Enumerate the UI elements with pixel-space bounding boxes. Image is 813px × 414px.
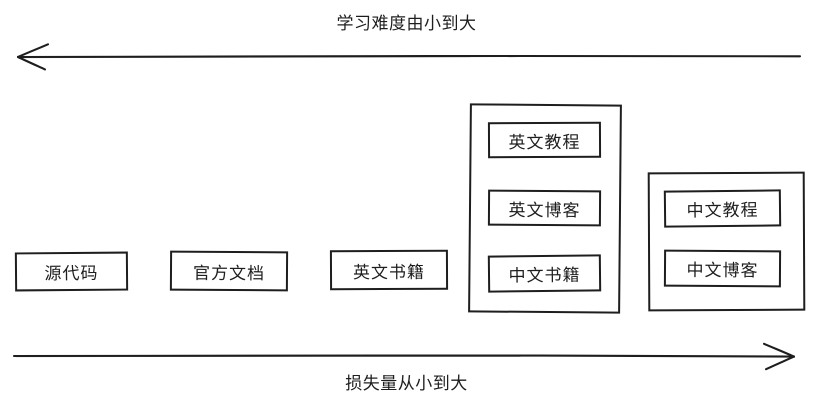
loss-axis-arrow [12,342,796,371]
node-english-books[interactable]: 英文书籍 [329,249,449,291]
node-english-tutorial[interactable]: 英文教程 [487,121,602,159]
node-chinese-blog[interactable]: 中文博客 [663,249,782,288]
node-chinese-books[interactable]: 中文书籍 [487,254,602,293]
node-chinese-tutorial[interactable]: 中文教程 [663,189,782,228]
node-source-code[interactable]: 源代码 [14,251,129,292]
bottom-axis-label: 损失量从小到大 [345,374,468,393]
node-official-docs[interactable]: 官方文档 [169,250,289,292]
difficulty-axis-arrow [16,43,802,71]
node-english-blog[interactable]: 英文博客 [487,189,602,227]
top-axis-label: 学习难度由小到大 [336,14,477,33]
